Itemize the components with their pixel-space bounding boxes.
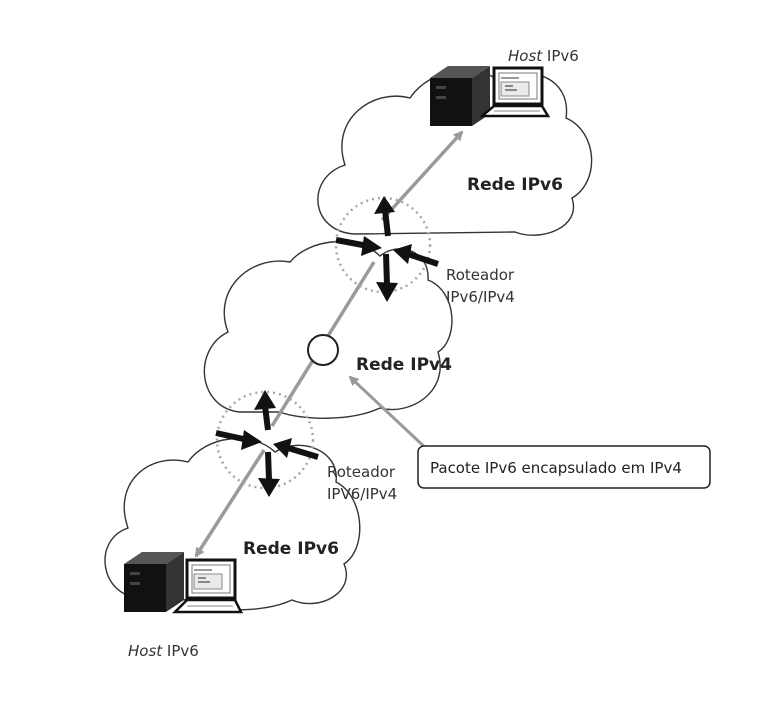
router-upper-label-line2: IPv6/IPv4 [446,288,515,306]
callout-box [417,445,711,489]
host-label-top: Host IPv6 [508,47,579,65]
callout-text: Pacote IPv6 encapsulado em IPv4 [430,459,682,477]
router-upper-icon [334,196,439,302]
network-label-middle: Rede IPv4 [356,355,452,375]
network-label-top: Rede IPv6 [467,175,563,195]
router-lower-label-line2: IPV6/IPv4 [327,485,397,503]
encapsulated-packet [307,334,339,366]
router-upper-label-line1: Roteador [446,266,515,284]
host-top-computer-icon [430,66,551,126]
network-label-bottom: Rede IPv6 [243,539,339,559]
host-label-bottom: Host IPv6 [128,642,199,660]
path-bottom-segment [194,449,266,558]
cloud-middle-ipv4 [203,240,453,419]
callout-arrow [348,375,432,454]
router-lower-label-line1: Roteador [327,463,396,481]
router-lower-icon [215,390,319,497]
host-bottom-computer-icon [124,552,244,614]
path-top-segment [380,130,464,222]
